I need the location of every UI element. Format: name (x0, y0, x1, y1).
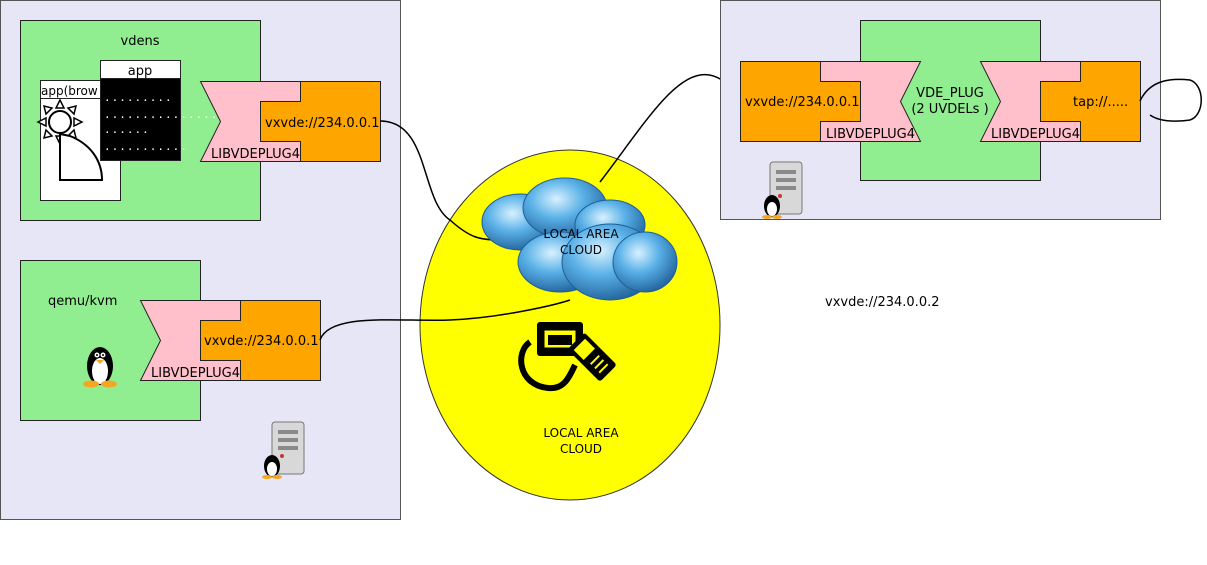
cloud-icon: LOCAL AREA CLOUD (481, 177, 678, 301)
vde-plug-subtitle: (2 UVDELs ) (911, 102, 988, 117)
cloud-label-line: CLOUD (560, 243, 602, 257)
free-address-label: vxvde://234.0.0.2 (825, 295, 940, 310)
qemu-plug: vxvde://234.0.0.1 LIBVDEPLUG4 (139, 300, 321, 381)
cable-qemu (319, 299, 571, 341)
vdens-title: vdens (121, 34, 160, 49)
browser-label: app(brow (41, 84, 98, 98)
vdens-plug-lib: LIBVDEPLUG4 (211, 147, 300, 162)
qemu-title: qemu/kvm (48, 294, 117, 309)
terminal-line: ...... (104, 123, 150, 136)
server-tux-icon (762, 161, 803, 219)
qemu-plug-lib: LIBVDEPLUG4 (151, 366, 240, 381)
ethernet-cable-icon (518, 322, 616, 392)
vde-right-plug: tap://..... LIBVDEPLUG4 (979, 61, 1141, 142)
cloud-label-line: LOCAL AREA (543, 227, 619, 241)
sun-browser-icon (36, 98, 104, 181)
vde-right-plug-address: tap://..... (1073, 95, 1128, 110)
vdens-plug-address: vxvde://234.0.0.1 (265, 116, 380, 131)
server-tux-icon (262, 421, 305, 479)
app-label: app (128, 64, 152, 79)
vde-left-plug-address: vxvde://234.0.0.1 (745, 95, 860, 110)
app-terminal: app ......... ............... ...... ...… (100, 60, 218, 161)
tap-loop (1139, 78, 1202, 122)
lan-label-line: LOCAL AREA (543, 426, 619, 440)
terminal-line: ............... (104, 108, 218, 121)
vde-plug-title: VDE_PLUG (916, 86, 984, 101)
cable-vdens (379, 120, 501, 241)
vdens-plug: vxvde://234.0.0.1 LIBVDEPLUG4 (199, 81, 381, 162)
vde-left-plug: vxvde://234.0.0.1 LIBVDEPLUG4 (740, 61, 922, 142)
vde-right-plug-lib: LIBVDEPLUG4 (991, 127, 1080, 142)
lan-label-line: CLOUD (560, 442, 602, 456)
vde-left-plug-lib: LIBVDEPLUG4 (826, 127, 915, 142)
terminal-line: ......... (104, 91, 173, 104)
terminal-line: ........... (104, 140, 188, 153)
tux-icon (83, 347, 117, 388)
qemu-plug-address: vxvde://234.0.0.1 (204, 334, 319, 349)
